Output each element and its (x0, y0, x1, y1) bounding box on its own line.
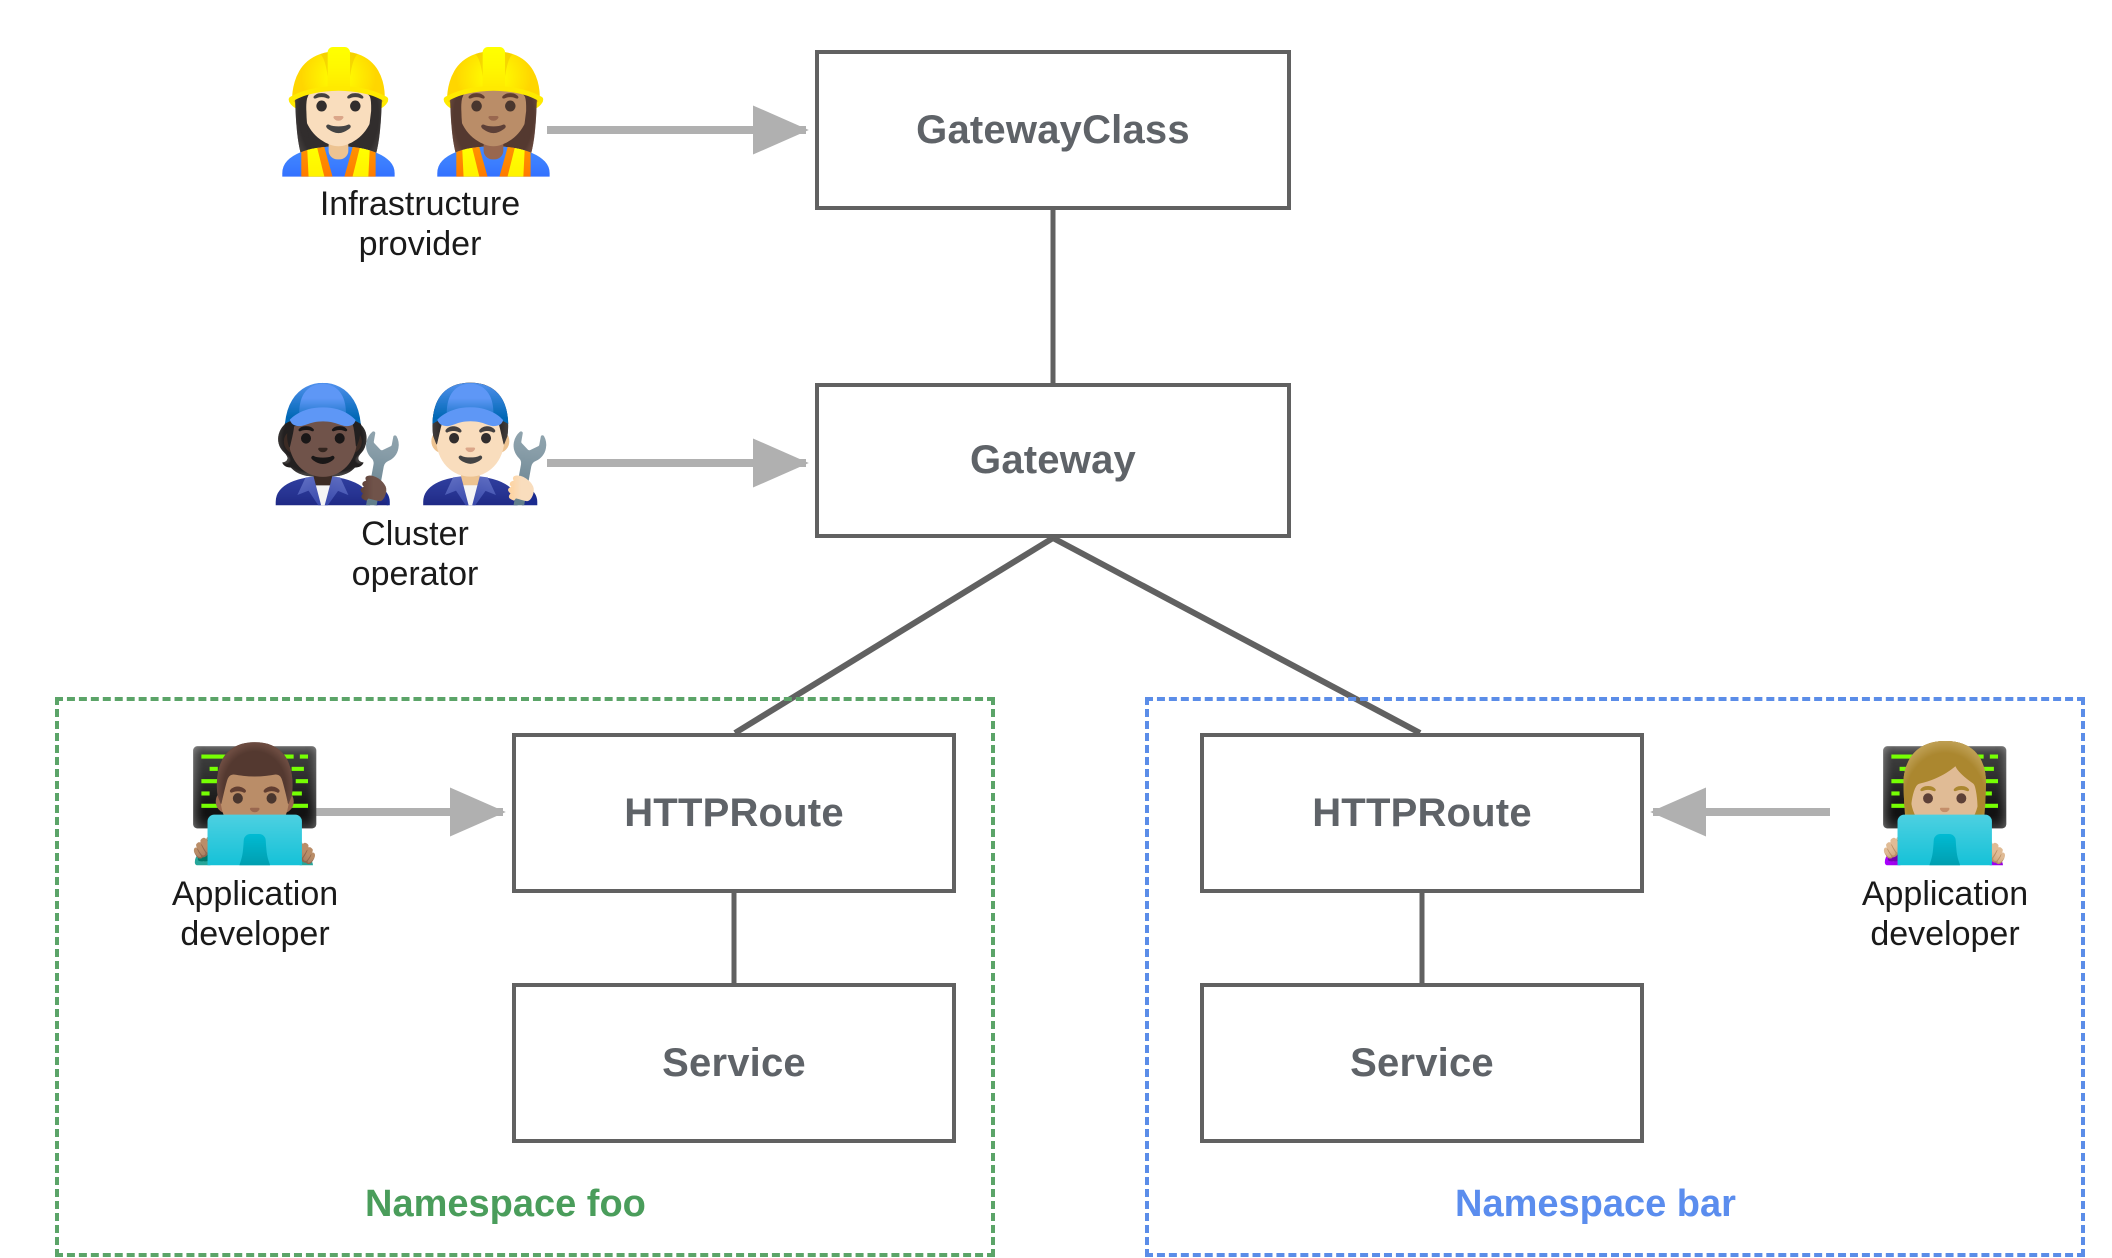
resource-label-gateway: Gateway (970, 438, 1136, 482)
persona-label-application-developer-bar: Application developer (1861, 875, 2029, 954)
persona-cluster-operator: 🧑🏿‍🔧👨🏻‍🔧 Cluster operator (250, 388, 580, 594)
resource-label-service-bar: Service (1350, 1040, 1494, 1085)
resource-box-service-foo[interactable]: Service (512, 983, 956, 1143)
namespace-region-bar (1145, 697, 2085, 1257)
resource-label-gatewayclass: GatewayClass (916, 107, 1190, 152)
persona-infrastructure-provider: 👷🏻‍♀️👷🏽‍♀️ Infrastructure provider (255, 52, 585, 264)
resource-box-httproute-foo[interactable]: HTTPRoute (512, 733, 956, 893)
resource-box-service-bar[interactable]: Service (1200, 983, 1644, 1143)
woman-technologist-icon: 👩🏼‍💻 (1875, 739, 2015, 869)
resource-box-httproute-bar[interactable]: HTTPRoute (1200, 733, 1644, 893)
namespace-label-foo: Namespace foo (365, 1183, 646, 1225)
persona-label-infrastructure-provider: Infrastructure provider (319, 185, 521, 264)
resource-label-httproute-bar: HTTPRoute (1312, 790, 1532, 835)
resource-label-httproute-foo: HTTPRoute (624, 790, 844, 835)
resource-box-gateway[interactable]: Gateway (815, 383, 1291, 538)
namespace-label-bar: Namespace bar (1455, 1183, 1736, 1225)
persona-application-developer-foo: 👨🏽‍💻 Application developer (105, 748, 405, 954)
persona-application-developer-bar: 👩🏼‍💻 Application developer (1795, 748, 2095, 954)
resource-box-gatewayclass[interactable]: GatewayClass (815, 50, 1291, 210)
woman-construction-worker-icon: 👷🏻‍♀️👷🏽‍♀️ (265, 42, 575, 180)
persona-label-application-developer-foo: Application developer (171, 875, 339, 954)
man-technologist-icon: 👨🏽‍💻 (185, 739, 325, 869)
resource-label-service-foo: Service (662, 1040, 806, 1085)
persona-label-cluster-operator: Cluster operator (351, 515, 479, 594)
mechanic-icon: 🧑🏿‍🔧👨🏻‍🔧 (267, 379, 563, 509)
namespace-region-foo (55, 697, 995, 1257)
